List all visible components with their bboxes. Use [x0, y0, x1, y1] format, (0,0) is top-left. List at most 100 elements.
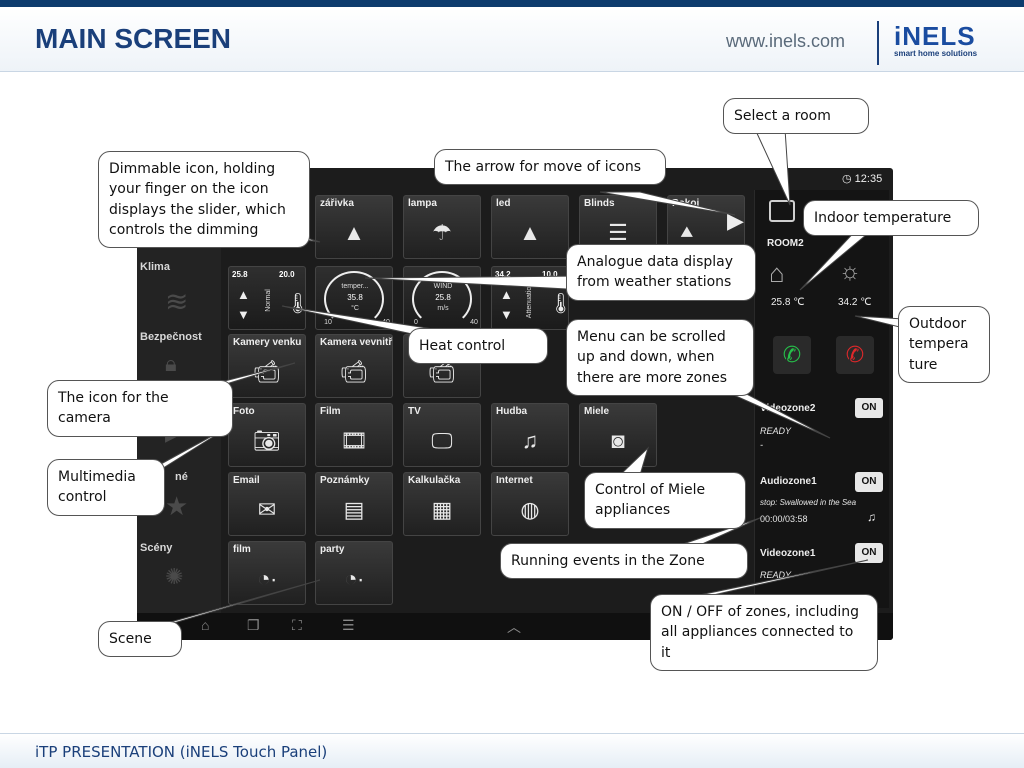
room-name[interactable]: ROOM2	[767, 238, 804, 249]
scroll-right-arrow-icon[interactable]: ▶	[727, 208, 744, 233]
callout-camera: The icon for the camera	[47, 380, 233, 437]
tile-kamera-vevnitr[interactable]: Kamera vevnitř 📹︎	[315, 334, 393, 398]
scene-icon: ◔∙	[257, 566, 277, 591]
photo-icon: 📷︎	[253, 428, 281, 453]
zone-status: stop: Swallowed in the Sea	[760, 498, 857, 507]
sidebar-item-bezpecnost[interactable]: Bezpečnost	[140, 331, 202, 343]
zone-name: Audiozone1	[760, 476, 817, 487]
tile-label: TV	[408, 406, 421, 417]
outdoor-temperature: 34.2 ℃	[838, 297, 872, 308]
tile-kalkulacka[interactable]: Kalkulačka ▦	[403, 472, 481, 536]
callout-dimmable: Dimmable icon, holding your finger on th…	[98, 151, 310, 249]
clock: ◷ 12:35	[842, 172, 882, 185]
zone-on-button[interactable]: ON	[855, 543, 883, 563]
heat-control-tile[interactable]: 25.8 20.0 ▲ ▼ Normal 🌡︎	[228, 266, 310, 330]
callout-heat: Heat control	[408, 328, 548, 365]
callout-analogue: Analogue data display from weather stati…	[566, 244, 756, 301]
sun-cloud-icon: ☼	[839, 258, 861, 285]
room-select-icon[interactable]	[769, 200, 795, 222]
attenuation-control-tile[interactable]: 34.2 10.0 ▲ ▼ Attenuation 🌡︎	[491, 266, 573, 330]
room-panel: ROOM2 ⌂ ☼ 25.8 ℃ 34.2 ℃ ✆ ✆ Videozone2 O…	[754, 190, 889, 608]
screenshot-icon[interactable]: ⛶	[292, 617, 302, 633]
music-icon: ♫	[521, 428, 539, 453]
music-note-icon: ♫	[867, 510, 876, 524]
tile-label: Poznámky	[320, 475, 370, 486]
callout-onoff: ON / OFF of zones, including all applian…	[650, 594, 878, 671]
tile-zarivka[interactable]: zářivka ▲	[315, 195, 393, 259]
callout-arrow: The arrow for move of icons	[434, 149, 666, 186]
tile-poznamky[interactable]: Poznámky ▤	[315, 472, 393, 536]
clock-time: 12:35	[854, 173, 883, 185]
tile-internet[interactable]: Internet ◍	[491, 472, 569, 536]
accept-call-icon[interactable]: ✆	[773, 336, 811, 374]
tile-led[interactable]: led ▲	[491, 195, 569, 259]
sidebar-item-sceny[interactable]: Scény	[140, 542, 173, 554]
tile-foto[interactable]: Foto 📷︎	[228, 403, 306, 467]
heat-mode: Normal	[264, 289, 272, 312]
sidebar-item-partial[interactable]: né	[175, 471, 188, 483]
tile-hudba[interactable]: Hudba ♫	[491, 403, 569, 467]
arrow-up-icon[interactable]: ▲	[237, 287, 250, 302]
indoor-temperature: 25.8 ℃	[771, 297, 805, 308]
tile-label: lampa	[408, 198, 437, 209]
gauge-min: 10	[324, 319, 332, 326]
lock-icon: 🔒︎	[165, 351, 177, 376]
globe-icon: ◍	[520, 497, 540, 522]
temperature-gauge-tile: temper... 35.8 °C 10 40	[315, 266, 393, 330]
scene-icon: ✺	[165, 564, 184, 589]
end-call-icon[interactable]: ✆	[836, 336, 874, 374]
tile-scene-film[interactable]: film ◔∙	[228, 541, 306, 605]
heat-current-value: 25.8	[232, 270, 248, 279]
inels-logo: iNELS smart home solutions	[894, 21, 977, 58]
tile-label: Kalkulačka	[408, 475, 461, 486]
menu-icon[interactable]: ☰	[342, 617, 355, 633]
tile-label: Foto	[233, 406, 255, 417]
waves-icon: ≋	[165, 286, 189, 317]
notes-icon: ▤	[343, 497, 365, 522]
callout-indoor: Indoor temperature	[803, 200, 979, 237]
scene-icon: ◔∙	[344, 566, 364, 591]
tile-label: Kamery venku	[233, 337, 302, 348]
star-icon: ★	[165, 491, 189, 521]
zone-name: Videozone1	[760, 548, 816, 559]
callout-miele: Control of Miele appliances	[584, 472, 746, 529]
arrow-down-icon[interactable]: ▼	[237, 307, 250, 322]
gauge-max: 40	[470, 319, 478, 326]
tile-miele[interactable]: Miele ◙	[579, 403, 657, 467]
header-divider	[877, 21, 879, 65]
calculator-icon: ▦	[431, 497, 453, 522]
tile-scene-party[interactable]: party ◔∙	[315, 541, 393, 605]
home-icon[interactable]: ⌂	[201, 617, 210, 633]
callout-select-room: Select a room	[723, 98, 869, 135]
arrow-up-icon[interactable]: ▲	[500, 287, 513, 302]
tile-label: zářivka	[320, 198, 354, 209]
top-accent-bar	[0, 0, 1024, 7]
film-icon: 🎞︎	[340, 428, 368, 453]
zone-on-button[interactable]: ON	[855, 398, 883, 418]
tile-label: Film	[320, 406, 341, 417]
gauge-dial	[412, 271, 472, 327]
gauge-title: temper...	[341, 283, 369, 290]
tile-kamery-venku[interactable]: Kamery venku 📹︎	[228, 334, 306, 398]
tile-label: Pokoj	[672, 198, 700, 209]
zone-on-button[interactable]: ON	[855, 472, 883, 492]
tile-label: film	[233, 544, 251, 555]
logo-wordmark: iNELS	[894, 21, 976, 51]
arrow-down-icon[interactable]: ▼	[500, 307, 513, 322]
sidebar-item-klima[interactable]: Klima	[140, 261, 170, 273]
zone-status: READY	[760, 570, 792, 580]
lamp-icon: ▲	[343, 220, 365, 245]
tile-tv[interactable]: TV 🖵︎	[403, 403, 481, 467]
tile-email[interactable]: Email ✉	[228, 472, 306, 536]
mail-icon: ✉	[257, 497, 277, 522]
recent-apps-icon[interactable]: ❐	[247, 617, 260, 633]
tile-label: party	[320, 544, 345, 555]
tv-icon: 🖵︎	[431, 428, 453, 453]
gauge-unit: m/s	[437, 305, 449, 312]
tile-lampa[interactable]: lampa ☂	[403, 195, 481, 259]
tile-label: Hudba	[496, 406, 528, 417]
chevron-up-icon[interactable]: ︿	[507, 619, 521, 635]
tile-film[interactable]: Film 🎞︎	[315, 403, 393, 467]
gauge-unit: °C	[351, 305, 359, 312]
att-current-value: 34.2	[495, 270, 511, 279]
